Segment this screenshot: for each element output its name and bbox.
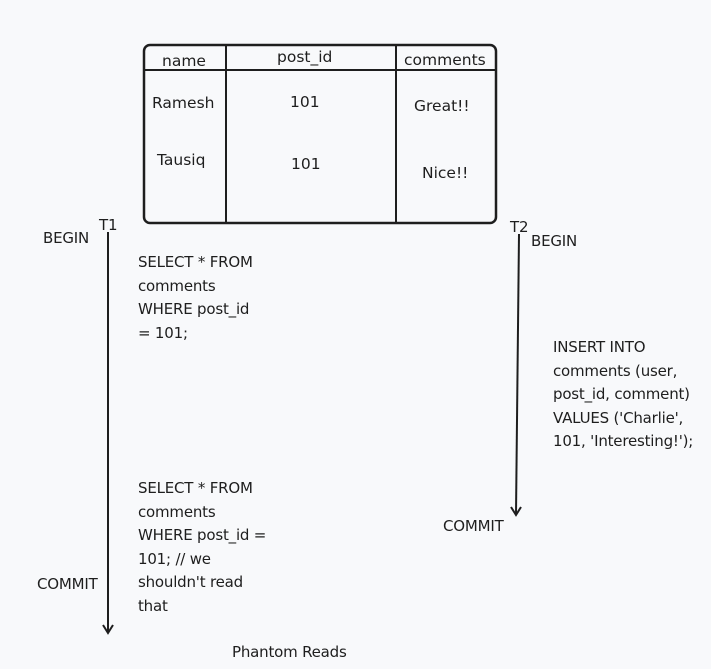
t2-begin-label: BEGIN <box>531 232 578 250</box>
t2-query-line: post_id, comment) <box>553 385 690 403</box>
table-cell-comment-1: Great!! <box>414 97 470 115</box>
t1-label: T1 <box>99 216 118 234</box>
table-border <box>142 43 498 225</box>
table-cell-post-id-1: 101 <box>290 93 320 111</box>
t1-query-2-line: SELECT * FROM <box>138 479 253 497</box>
table-cell-name-2: Tausiq <box>157 151 206 169</box>
t2-query-line: INSERT INTO <box>553 338 646 356</box>
t2-query: INSERT INTO comments (user, post_id, com… <box>553 336 693 454</box>
t1-query-1-line: WHERE post_id <box>138 300 250 318</box>
table-header-comments: comments <box>404 51 486 69</box>
table-header-post-id: post_id <box>277 48 333 66</box>
t2-query-line: VALUES ('Charlie', <box>553 408 684 427</box>
table-cell-name-1: Ramesh <box>152 94 215 112</box>
t1-begin-label: BEGIN <box>43 229 90 247</box>
t1-query-1-line: SELECT * FROM <box>138 253 253 271</box>
t1-query-2-line: 101; // we <box>138 549 211 568</box>
t1-query-1-line: = 101; <box>138 323 188 342</box>
t1-query-2: SELECT * FROM comments WHERE post_id = 1… <box>138 477 266 618</box>
t1-commit-label: COMMIT <box>37 575 98 593</box>
t1-query-2-line: that <box>138 596 168 615</box>
table-cell-comment-2: Nice!! <box>422 164 469 182</box>
table-cell-post-id-2: 101 <box>291 155 321 173</box>
t1-query-2-line: WHERE post_id = <box>138 526 267 544</box>
t2-label: T2 <box>510 218 529 236</box>
t2-query-line: comments (user, <box>553 361 678 380</box>
t2-commit-label: COMMIT <box>443 517 504 535</box>
t2-arrow-head <box>510 506 522 517</box>
diagram-caption: Phantom Reads <box>232 643 347 661</box>
t1-query-1-line: comments <box>138 276 216 295</box>
t1-query-1: SELECT * FROM comments WHERE post_id = 1… <box>138 251 253 345</box>
t1-query-2-line: comments <box>138 502 216 521</box>
t1-arrow-head <box>102 624 114 635</box>
t1-query-2-line: shouldn't read <box>138 573 243 591</box>
t2-query-line: 101, 'Interesting!'); <box>553 432 694 450</box>
table-header-name: name <box>162 52 206 70</box>
t2-timeline <box>515 233 520 515</box>
